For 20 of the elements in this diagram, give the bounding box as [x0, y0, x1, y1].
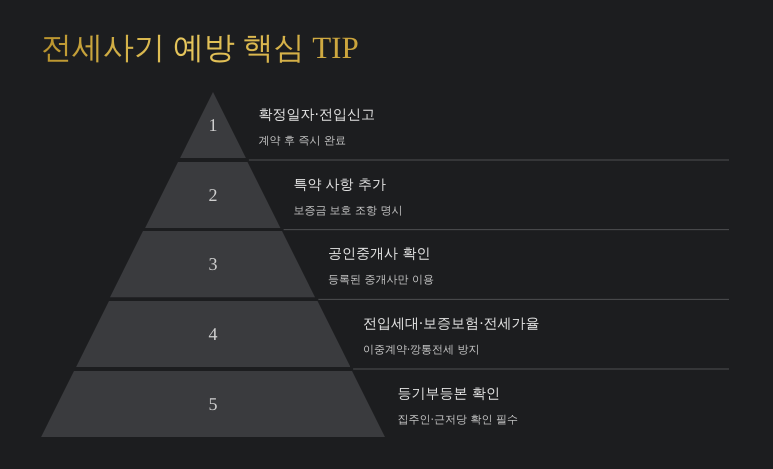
tier-number: 5 — [208, 394, 218, 414]
tier-number: 3 — [208, 254, 218, 274]
tier-description: 집주인·근저당 확인 필수 — [398, 412, 518, 427]
tier-number: 2 — [208, 184, 218, 205]
tier-heading: 확정일자·전입신고 — [258, 106, 375, 124]
tier-heading: 등기부등본 확인 — [398, 384, 501, 403]
tier-description: 등록된 중개사만 이용 — [328, 273, 434, 288]
tier-heading: 전입세대·보증보험·전세가율 — [362, 315, 540, 334]
pyramid-tier — [145, 162, 281, 228]
tier-description: 이중계약·깡통전세 방지 — [362, 343, 481, 358]
tier-number: 1 — [208, 115, 218, 136]
tier-heading: 특약 사항 추가 — [293, 176, 388, 194]
pyramid-tier — [40, 370, 385, 437]
pyramid-tier — [180, 92, 246, 158]
tier-heading: 공인중개사 확인 — [328, 245, 432, 264]
tier-description: 계약 후 즉시 완료 — [258, 134, 347, 148]
tier-description: 보증금 보호 조항 명시 — [293, 204, 403, 218]
pyramid-tier — [110, 231, 316, 298]
pyramid-tier — [76, 301, 350, 368]
tier-number: 4 — [208, 324, 218, 344]
